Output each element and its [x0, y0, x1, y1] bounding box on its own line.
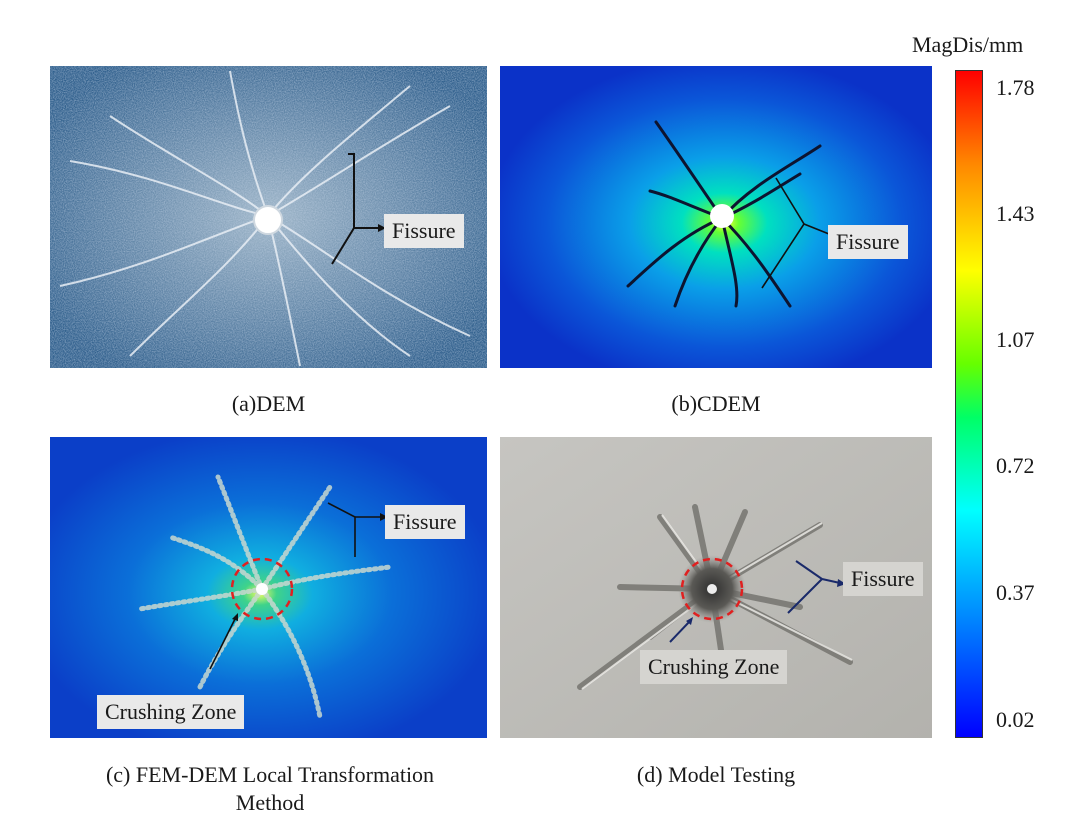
panel-fem-dem-image: [50, 437, 487, 738]
caption-d: (d) Model Testing: [636, 762, 796, 787]
caption-b: (b)CDEM: [671, 391, 761, 416]
caption-a: (a)DEM: [231, 391, 306, 416]
colorbar-title: MagDis/mm: [912, 32, 1024, 57]
caption-c-line1: (c) FEM-DEM Local Transformation: [105, 762, 435, 787]
fissure-label-c: Fissure: [385, 505, 465, 539]
fissure-label-d: Fissure: [843, 562, 923, 596]
caption-c-line2: Method: [235, 790, 305, 815]
colorbar-tick: 0.37: [996, 580, 1035, 605]
colorbar-tick: 0.02: [996, 707, 1035, 732]
colorbar-tick: 1.78: [996, 75, 1035, 100]
colorbar-tick: 1.07: [996, 327, 1035, 352]
crushing-zone-label-c: Crushing Zone: [97, 695, 245, 729]
fissure-label-b: Fissure: [828, 225, 908, 259]
crushing-zone-label-d: Crushing Zone: [640, 650, 788, 684]
colorbar-tick: 0.72: [996, 453, 1035, 478]
fissure-label-a: Fissure: [384, 214, 464, 248]
colorbar: [955, 70, 983, 738]
caption-c: (c) FEM-DEM Local Transformation Method: [40, 761, 500, 817]
colorbar-tick: 1.43: [996, 201, 1035, 226]
panel-cdem-image: [500, 66, 932, 368]
panel-model-testing-photo: [500, 437, 932, 738]
